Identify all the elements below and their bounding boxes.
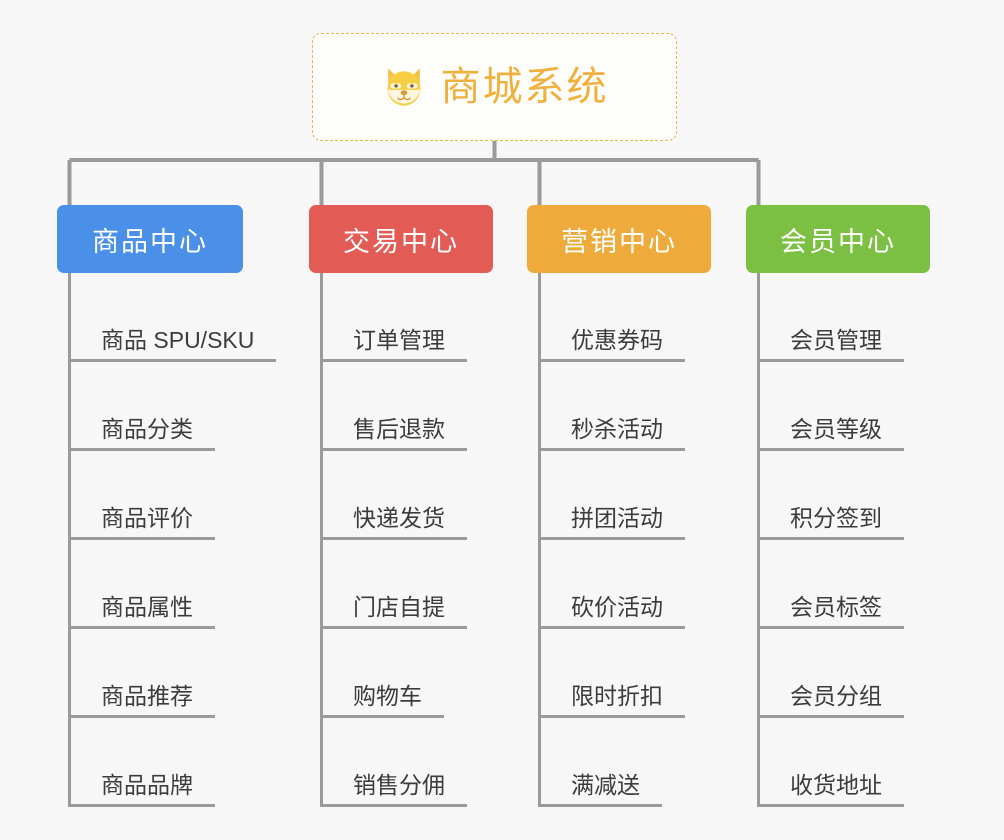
leaf-label: 积分签到 — [757, 505, 904, 540]
leaf-label: 购物车 — [320, 683, 444, 718]
branch-rail — [320, 273, 323, 807]
leaf-label: 商品品牌 — [68, 772, 215, 807]
branch-column: 交易中心订单管理售后退款快递发货门店自提购物车销售分佣 — [309, 205, 493, 807]
branch-title: 营销中心 — [561, 226, 677, 257]
leaf-item[interactable]: 购物车 — [309, 629, 493, 718]
leaf-item[interactable]: 满减送 — [527, 718, 711, 807]
branch-title: 商品中心 — [92, 226, 208, 257]
leaf-label: 门店自提 — [320, 594, 467, 629]
branch-rail — [538, 273, 541, 807]
leaf-label: 拼团活动 — [538, 505, 685, 540]
leaf-item[interactable]: 收货地址 — [746, 718, 930, 807]
leaf-label: 会员管理 — [757, 327, 904, 362]
leaf-label: 订单管理 — [320, 327, 467, 362]
branch-header-3[interactable]: 营销中心 — [527, 205, 711, 273]
leaf-item[interactable]: 会员等级 — [746, 362, 930, 451]
leaf-item[interactable]: 限时折扣 — [527, 629, 711, 718]
leaf-label: 收货地址 — [757, 772, 904, 807]
leaf-label: 会员等级 — [757, 416, 904, 451]
leaf-label: 满减送 — [538, 772, 662, 807]
leaf-list: 优惠券码秒杀活动拼团活动砍价活动限时折扣满减送 — [527, 273, 711, 807]
root-node[interactable]: 商城系统 — [312, 33, 677, 141]
leaf-label: 售后退款 — [320, 416, 467, 451]
leaf-label: 优惠券码 — [538, 327, 685, 362]
leaf-label: 限时折扣 — [538, 683, 685, 718]
branch-column: 会员中心会员管理会员等级积分签到会员标签会员分组收货地址 — [746, 205, 930, 807]
branch-column: 商品中心商品 SPU/SKU 商品分类商品评价商品属性商品推荐商品品牌 — [57, 205, 277, 807]
leaf-item[interactable]: 商品推荐 — [57, 629, 243, 718]
leaf-item[interactable]: 商品属性 — [57, 540, 243, 629]
leaf-label: 秒杀活动 — [538, 416, 685, 451]
branch-rail — [68, 273, 71, 807]
branch-body: 商品 SPU/SKU 商品分类商品评价商品属性商品推荐商品品牌 — [57, 273, 277, 807]
leaf-item[interactable]: 砍价活动 — [527, 540, 711, 629]
leaf-item[interactable]: 秒杀活动 — [527, 362, 711, 451]
leaf-label: 商品属性 — [68, 594, 215, 629]
leaf-item[interactable]: 订单管理 — [309, 273, 493, 362]
leaf-item[interactable]: 会员管理 — [746, 273, 930, 362]
branch-header-1[interactable]: 商品中心 — [57, 205, 243, 273]
leaf-label: 商品分类 — [68, 416, 215, 451]
leaf-list: 商品 SPU/SKU 商品分类商品评价商品属性商品推荐商品品牌 — [57, 273, 277, 807]
leaf-list: 订单管理售后退款快递发货门店自提购物车销售分佣 — [309, 273, 493, 807]
branch-title: 交易中心 — [343, 226, 459, 257]
leaf-label: 快递发货 — [320, 505, 467, 540]
branch-body: 订单管理售后退款快递发货门店自提购物车销售分佣 — [309, 273, 493, 807]
leaf-item[interactable]: 优惠券码 — [527, 273, 711, 362]
leaf-item[interactable]: 商品评价 — [57, 451, 243, 540]
leaf-label: 商品推荐 — [68, 683, 215, 718]
leaf-item[interactable]: 会员标签 — [746, 540, 930, 629]
branch-body: 会员管理会员等级积分签到会员标签会员分组收货地址 — [746, 273, 930, 807]
branch-header-2[interactable]: 交易中心 — [309, 205, 493, 273]
leaf-item[interactable]: 拼团活动 — [527, 451, 711, 540]
leaf-item[interactable]: 快递发货 — [309, 451, 493, 540]
leaf-label: 商品评价 — [68, 505, 215, 540]
leaf-item[interactable]: 售后退款 — [309, 362, 493, 451]
leaf-item[interactable]: 商品品牌 — [57, 718, 243, 807]
branch-header-4[interactable]: 会员中心 — [746, 205, 930, 273]
leaf-item[interactable]: 积分签到 — [746, 451, 930, 540]
leaf-item[interactable]: 销售分佣 — [309, 718, 493, 807]
leaf-label: 销售分佣 — [320, 772, 467, 807]
branch-rail — [757, 273, 760, 807]
leaf-item[interactable]: 会员分组 — [746, 629, 930, 718]
leaf-item[interactable]: 商品分类 — [57, 362, 243, 451]
leaf-label: 砍价活动 — [538, 594, 685, 629]
leaf-label: 商品 SPU/SKU — [68, 327, 277, 362]
leaf-item[interactable]: 门店自提 — [309, 540, 493, 629]
leaf-list: 会员管理会员等级积分签到会员标签会员分组收货地址 — [746, 273, 930, 807]
branch-column: 营销中心优惠券码秒杀活动拼团活动砍价活动限时折扣满减送 — [527, 205, 711, 807]
branch-title: 会员中心 — [780, 226, 896, 257]
branch-body: 优惠券码秒杀活动拼团活动砍价活动限时折扣满减送 — [527, 273, 711, 807]
root-title: 商城系统 — [440, 65, 609, 109]
dog-face-icon — [386, 68, 421, 106]
leaf-item[interactable]: 商品 SPU/SKU — [57, 273, 277, 362]
leaf-label: 会员分组 — [757, 683, 904, 718]
leaf-label: 会员标签 — [757, 594, 904, 629]
